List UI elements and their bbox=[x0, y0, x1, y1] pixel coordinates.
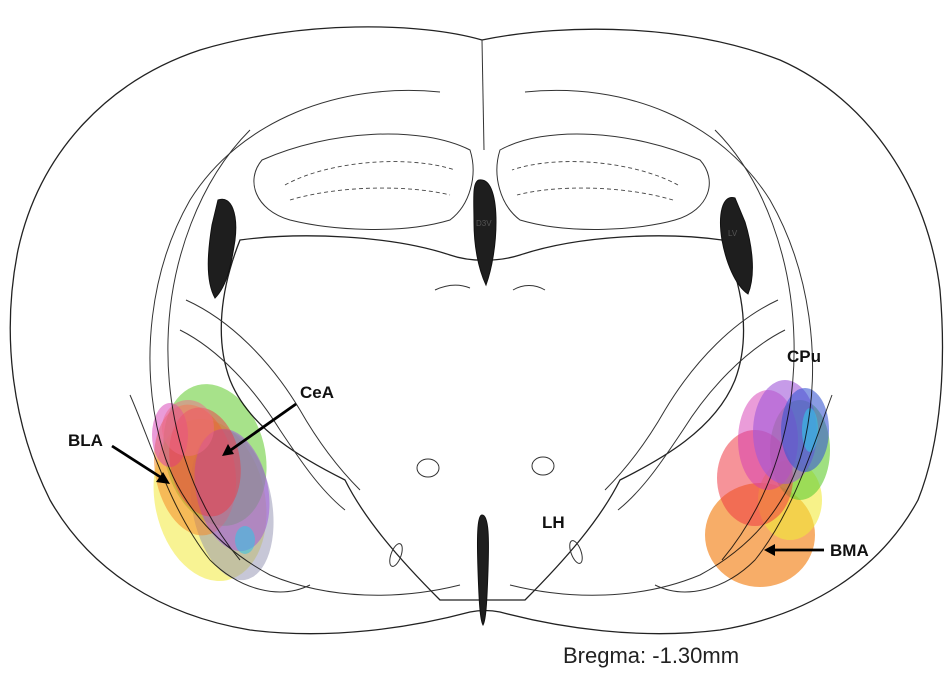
lesion-cyan-left bbox=[235, 526, 255, 554]
fornix-right bbox=[532, 457, 554, 475]
bma-label: BMA bbox=[830, 541, 869, 560]
dentate-gyrus-right bbox=[512, 162, 678, 200]
bla-label: BLA bbox=[68, 431, 103, 450]
habenular-mark-right bbox=[513, 286, 545, 291]
dentate-gyrus-left bbox=[285, 162, 455, 200]
lesion-pink-left bbox=[162, 400, 214, 456]
fornix-left bbox=[417, 459, 439, 477]
bregma-caption: Bregma: -1.30mm bbox=[563, 643, 739, 668]
cpu-label: CPu bbox=[787, 347, 821, 366]
lesion-overlays-right bbox=[705, 380, 830, 587]
lateral-ventricle-right bbox=[721, 198, 753, 294]
habenular-mark-left bbox=[435, 285, 470, 290]
lh-label: LH bbox=[542, 513, 565, 532]
d3v-label: D3V bbox=[476, 219, 492, 228]
hippocampus-left bbox=[254, 134, 473, 229]
third-ventricle-ventral bbox=[477, 515, 488, 625]
lesion-cyan-right bbox=[802, 408, 818, 452]
cea-label: CeA bbox=[300, 383, 334, 402]
lateral-ventricle-left bbox=[208, 199, 236, 298]
midline-fissure bbox=[482, 40, 484, 150]
third-ventricle-dorsal bbox=[474, 180, 496, 285]
hippocampus-right bbox=[497, 134, 709, 229]
lv-label: LV bbox=[728, 229, 738, 238]
